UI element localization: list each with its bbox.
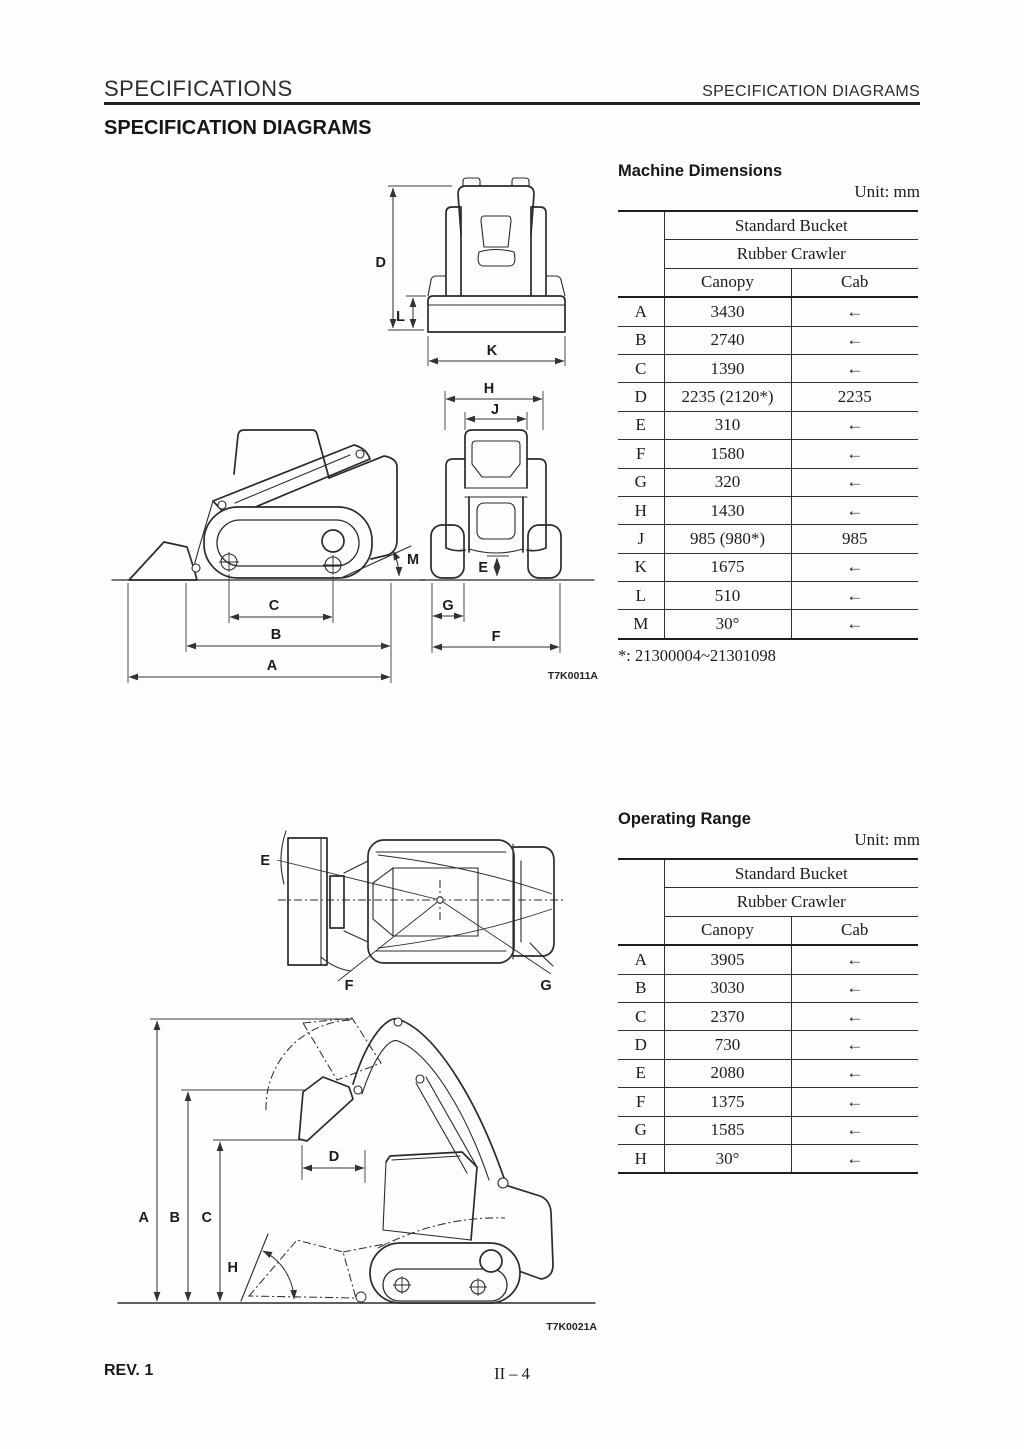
dim-label-h2: H [228, 1260, 238, 1276]
rear-view: H J E G F [419, 381, 595, 653]
dim-label-k: K [487, 343, 498, 359]
side-view: M C B A [111, 429, 426, 683]
dim-label-d2: D [329, 1149, 339, 1165]
dim-label-c2: C [202, 1210, 213, 1226]
dim-label-a2: A [139, 1210, 150, 1226]
header-standard-bucket: Standard Bucket [663, 858, 918, 889]
side-view-raised: A B C D H [117, 1017, 596, 1304]
dim-label-b: B [271, 627, 281, 643]
machine-dimensions-table: Standard Bucket Rubber Crawler Canopy Ca… [618, 209, 918, 640]
dim-label-e: E [478, 560, 488, 576]
operating-range-diagram: E F G A B [117, 830, 597, 1333]
page-number: II – 4 [494, 1364, 530, 1383]
dim-label-f: F [492, 629, 501, 645]
machine-dimensions-diagram: D L K H J [111, 177, 599, 683]
operating-range-block: Operating Range Unit: mm Standard Bucket… [618, 808, 920, 1175]
dim-label-m: M [407, 552, 419, 568]
header-cab: Cab [790, 267, 918, 299]
front-view: D L K [376, 177, 566, 366]
serial-range-footnote: *: 21300004~21301098 [618, 645, 776, 665]
dim-label-c: C [269, 598, 280, 614]
header-standard-bucket: Standard Bucket [663, 210, 918, 241]
header-canopy: Canopy [663, 915, 792, 947]
figure2-code: T7K0021A [546, 1321, 597, 1333]
header-cab: Cab [790, 915, 918, 947]
machine-dimensions-block: Machine Dimensions Unit: mm Standard Buc… [618, 160, 920, 666]
dim-label-h: H [484, 381, 494, 397]
top-view: E F G [260, 830, 566, 994]
running-header-left: SPECIFICATIONS [104, 76, 293, 101]
header-rubber-crawler: Rubber Crawler [663, 239, 918, 269]
machine-dimensions-unit: Unit: mm [854, 182, 920, 201]
dim-label-a: A [267, 658, 278, 674]
header-rule [104, 102, 920, 105]
dim-label-e2: E [260, 853, 270, 869]
dim-label-b2: B [170, 1210, 180, 1226]
dim-label-l: L [396, 309, 405, 325]
dim-label-g: G [442, 598, 453, 614]
figure1-code: T7K0011A [548, 670, 599, 682]
section-title: SPECIFICATION DIAGRAMS [104, 117, 372, 139]
machine-dimensions-title: Machine Dimensions [618, 162, 783, 180]
revision-label: REV. 1 [104, 1362, 154, 1379]
corner-cell [618, 209, 665, 299]
dim-label-f2: F [345, 978, 354, 994]
operating-range-table: Standard Bucket Rubber Crawler Canopy Ca… [618, 857, 918, 1175]
operating-range-unit: Unit: mm [854, 830, 920, 849]
header-rubber-crawler: Rubber Crawler [663, 887, 918, 917]
corner-cell [618, 857, 665, 947]
running-header-right: SPECIFICATION DIAGRAMS [702, 83, 920, 100]
dim-label-g2: G [540, 978, 551, 994]
operating-range-title: Operating Range [618, 810, 751, 828]
dim-label-j: J [491, 402, 499, 418]
header-canopy: Canopy [663, 267, 792, 299]
dim-label-d: D [376, 255, 386, 271]
